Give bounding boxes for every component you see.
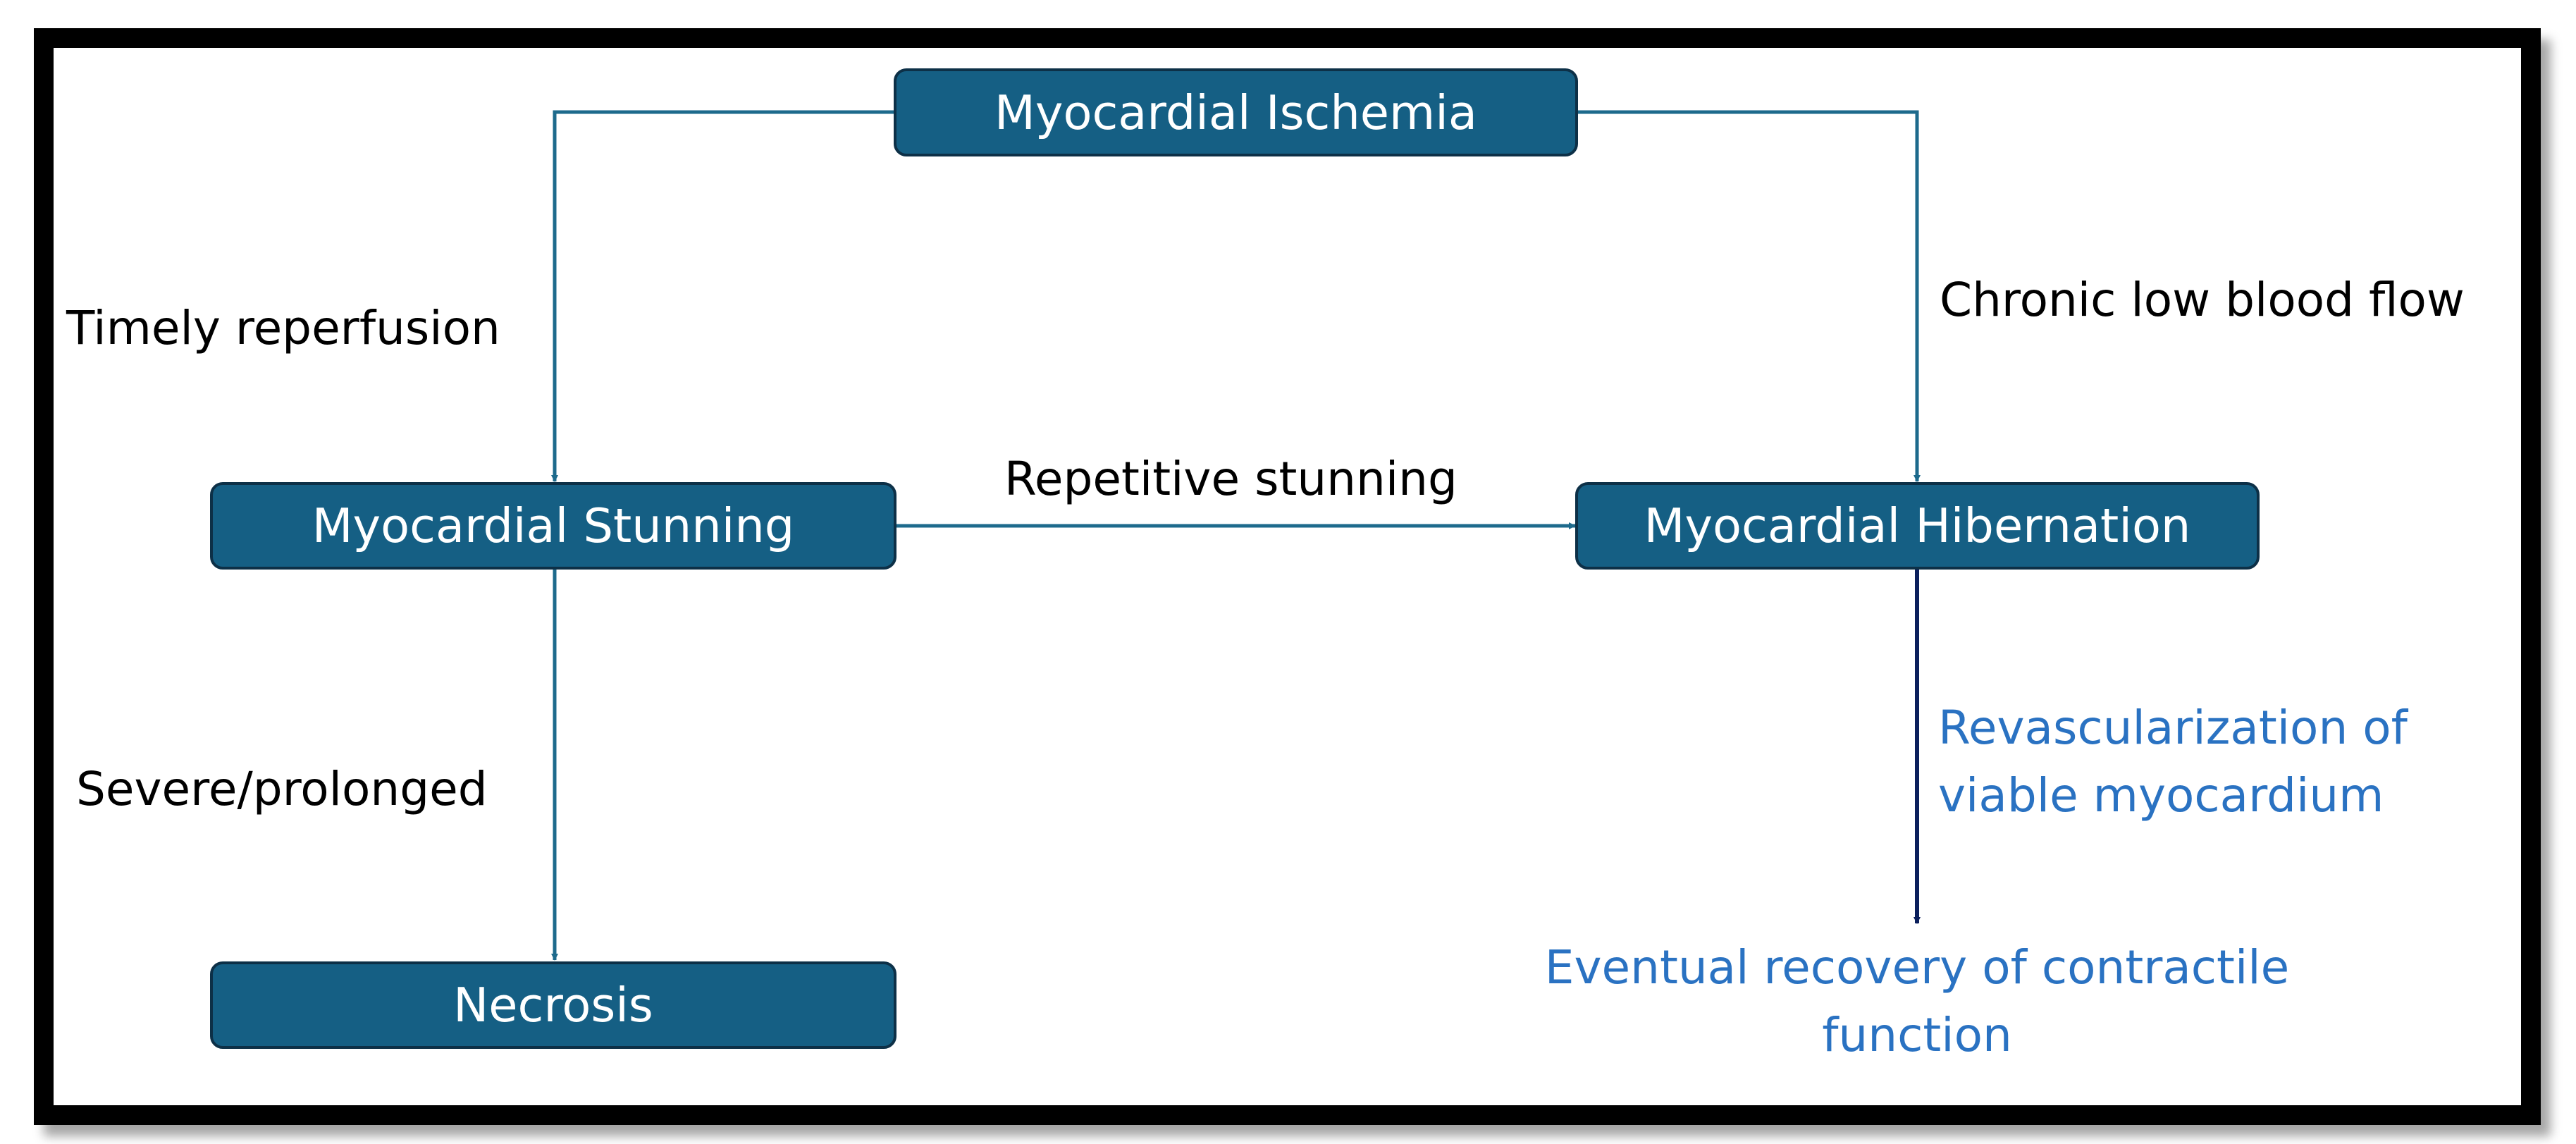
- outcome-line1: Eventual recovery of contractile: [1544, 940, 2290, 995]
- node-myocardial-stunning: Myocardial Stunning: [210, 482, 896, 570]
- node-myocardial-hibernation: Myocardial Hibernation: [1575, 482, 2260, 570]
- outcome-line2: function: [1822, 1007, 2012, 1062]
- connector-ischemia-to-stunning: [551, 110, 895, 482]
- node-myocardial-ischemia: Myocardial Ischemia: [894, 68, 1578, 156]
- label-revascularization-line2: viable myocardium: [1938, 768, 2384, 823]
- label-revascularization: Revascularization of viable myocardium: [1938, 694, 2408, 829]
- label-repetitive-stunning: Repetitive stunning: [1004, 452, 1458, 506]
- connector-ischemia-to-hibernation: [1577, 110, 1921, 482]
- diagram-frame: [34, 28, 2541, 1125]
- label-revascularization-line1: Revascularization of: [1938, 701, 2408, 755]
- label-severe-prolonged: Severe/prolonged: [76, 762, 488, 816]
- label-chronic-low-blood-flow: Chronic low blood flow: [1940, 273, 2465, 327]
- label-timely-reperfusion: Timely reperfusion: [66, 301, 500, 355]
- node-necrosis: Necrosis: [210, 961, 896, 1049]
- outcome-recovery-of-contractile-function: Eventual recovery of contractile functio…: [1494, 934, 2340, 1069]
